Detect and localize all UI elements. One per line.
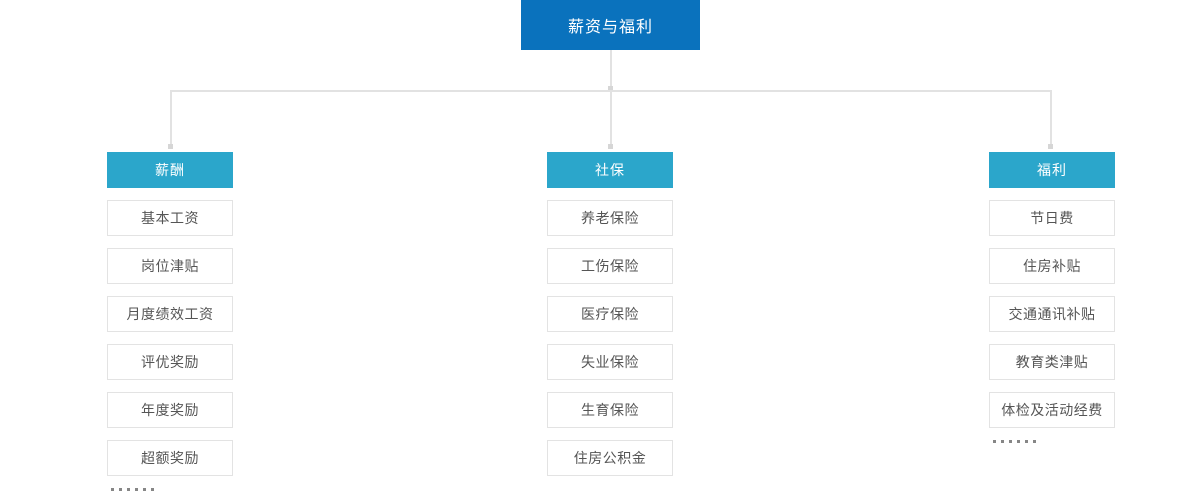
branch-header-label: 社保	[595, 164, 625, 179]
connector-root-stem-marker	[608, 86, 613, 91]
leaf-item-label: 住房补贴	[1023, 260, 1081, 275]
leaf-item-label: 教育类津贴	[1015, 356, 1089, 371]
branch-header-label: 薪酬	[155, 164, 185, 179]
leaf-item[interactable]: 年度奖励	[107, 392, 233, 428]
leaf-item-label: 工伤保险	[581, 260, 639, 275]
ellipsis-dot	[111, 487, 114, 491]
ellipsis-dot	[1017, 439, 1020, 443]
connector-drop-column-1-marker	[168, 144, 173, 149]
leaf-item-label: 超额奖励	[141, 452, 199, 467]
connector-drop-column-3-marker	[1048, 144, 1053, 149]
leaf-item-label: 养老保险	[581, 212, 639, 227]
leaf-item[interactable]: 生育保险	[547, 392, 673, 428]
leaf-item[interactable]: 教育类津贴	[989, 344, 1115, 380]
root-node-compensation-and-benefits[interactable]: 薪资与福利	[521, 0, 700, 50]
ellipsis-dot	[143, 487, 146, 491]
connector-drop-column-2	[610, 90, 612, 148]
ellipsis-dot	[1025, 439, 1028, 443]
more-items-ellipsis	[989, 435, 1115, 447]
ellipsis-dot	[1033, 439, 1036, 443]
connector-horizontal-bus	[170, 90, 1052, 92]
leaf-item-label: 体检及活动经费	[1001, 404, 1103, 419]
leaf-item-label: 节日费	[1030, 212, 1074, 227]
leaf-item-label: 月度绩效工资	[126, 308, 214, 323]
leaf-item[interactable]: 超额奖励	[107, 440, 233, 476]
leaf-item-label: 医疗保险	[581, 308, 639, 323]
branch-column-welfare: 福利 节日费 住房补贴 交通通讯补贴 教育类津贴 体检及活动经费	[989, 152, 1115, 447]
leaf-item[interactable]: 评优奖励	[107, 344, 233, 380]
ellipsis-dot	[151, 487, 154, 491]
leaf-item[interactable]: 基本工资	[107, 200, 233, 236]
branch-column-social-insurance: 社保 养老保险 工伤保险 医疗保险 失业保险 生育保险 住房公积金	[547, 152, 673, 476]
ellipsis-dot	[127, 487, 130, 491]
leaf-item-label: 基本工资	[141, 212, 199, 227]
connector-drop-column-2-marker	[608, 144, 613, 149]
leaf-item[interactable]: 节日费	[989, 200, 1115, 236]
branch-header-compensation[interactable]: 薪酬	[107, 152, 233, 188]
leaf-item-label: 评优奖励	[141, 356, 199, 371]
leaf-item-label: 失业保险	[581, 356, 639, 371]
leaf-item[interactable]: 住房补贴	[989, 248, 1115, 284]
leaf-item[interactable]: 工伤保险	[547, 248, 673, 284]
branch-header-label: 福利	[1037, 164, 1067, 179]
leaf-item-label: 年度奖励	[141, 404, 199, 419]
leaf-item-label: 岗位津贴	[141, 260, 199, 275]
root-node-label: 薪资与福利	[567, 19, 653, 36]
connector-drop-column-3	[1050, 90, 1052, 148]
leaf-item[interactable]: 失业保险	[547, 344, 673, 380]
leaf-item-label: 生育保险	[581, 404, 639, 419]
leaf-item[interactable]: 交通通讯补贴	[989, 296, 1115, 332]
ellipsis-dot	[119, 487, 122, 491]
connector-root-stem	[610, 50, 612, 90]
more-items-ellipsis	[107, 483, 233, 495]
leaf-item[interactable]: 体检及活动经费	[989, 392, 1115, 428]
leaf-item-label: 住房公积金	[573, 452, 647, 467]
leaf-item[interactable]: 月度绩效工资	[107, 296, 233, 332]
branch-column-compensation: 薪酬 基本工资 岗位津贴 月度绩效工资 评优奖励 年度奖励 超额奖励	[107, 152, 233, 495]
ellipsis-dot	[1001, 439, 1004, 443]
leaf-item[interactable]: 岗位津贴	[107, 248, 233, 284]
leaf-item[interactable]: 养老保险	[547, 200, 673, 236]
branch-header-welfare[interactable]: 福利	[989, 152, 1115, 188]
ellipsis-dot	[993, 439, 996, 443]
leaf-item-label: 交通通讯补贴	[1008, 308, 1096, 323]
leaf-item[interactable]: 医疗保险	[547, 296, 673, 332]
branch-header-social-insurance[interactable]: 社保	[547, 152, 673, 188]
connector-drop-column-1	[170, 90, 172, 148]
ellipsis-dot	[135, 487, 138, 491]
leaf-item[interactable]: 住房公积金	[547, 440, 673, 476]
ellipsis-dot	[1009, 439, 1012, 443]
